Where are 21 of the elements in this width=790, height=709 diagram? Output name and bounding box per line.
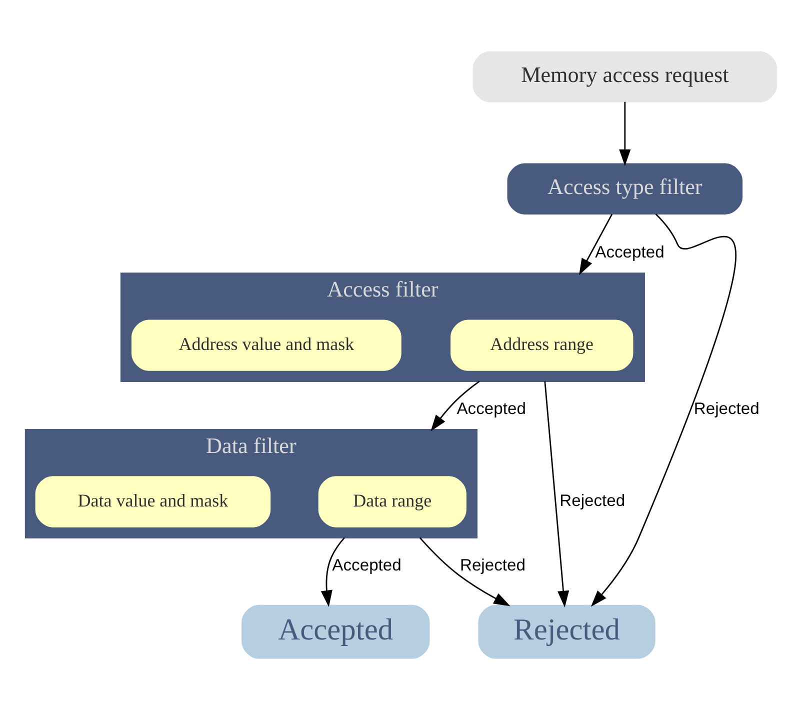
edge-label: Accepted <box>456 398 526 418</box>
arrow <box>618 101 630 166</box>
node-box: Memory access request <box>472 50 777 102</box>
edge-label: Rejected <box>459 554 525 574</box>
node-box: Accepted <box>241 604 430 658</box>
edge-label: Rejected <box>693 398 759 418</box>
arrow <box>418 536 510 606</box>
node-box: Rejected <box>478 604 655 658</box>
node-box: Address value and mask <box>130 319 401 370</box>
arrow <box>590 213 736 606</box>
node-box: Access type filter <box>506 162 742 214</box>
edge-label: Accepted <box>594 242 664 262</box>
arrow <box>320 536 345 606</box>
edge-label: Rejected <box>559 490 625 510</box>
node-box: Data range <box>318 476 466 527</box>
edge-label: Accepted <box>332 554 401 574</box>
node-box: Address range <box>450 319 633 370</box>
arrow <box>430 380 480 431</box>
node-box: Data value and mask <box>34 476 270 527</box>
arrow <box>544 380 569 607</box>
arrow <box>578 213 612 275</box>
